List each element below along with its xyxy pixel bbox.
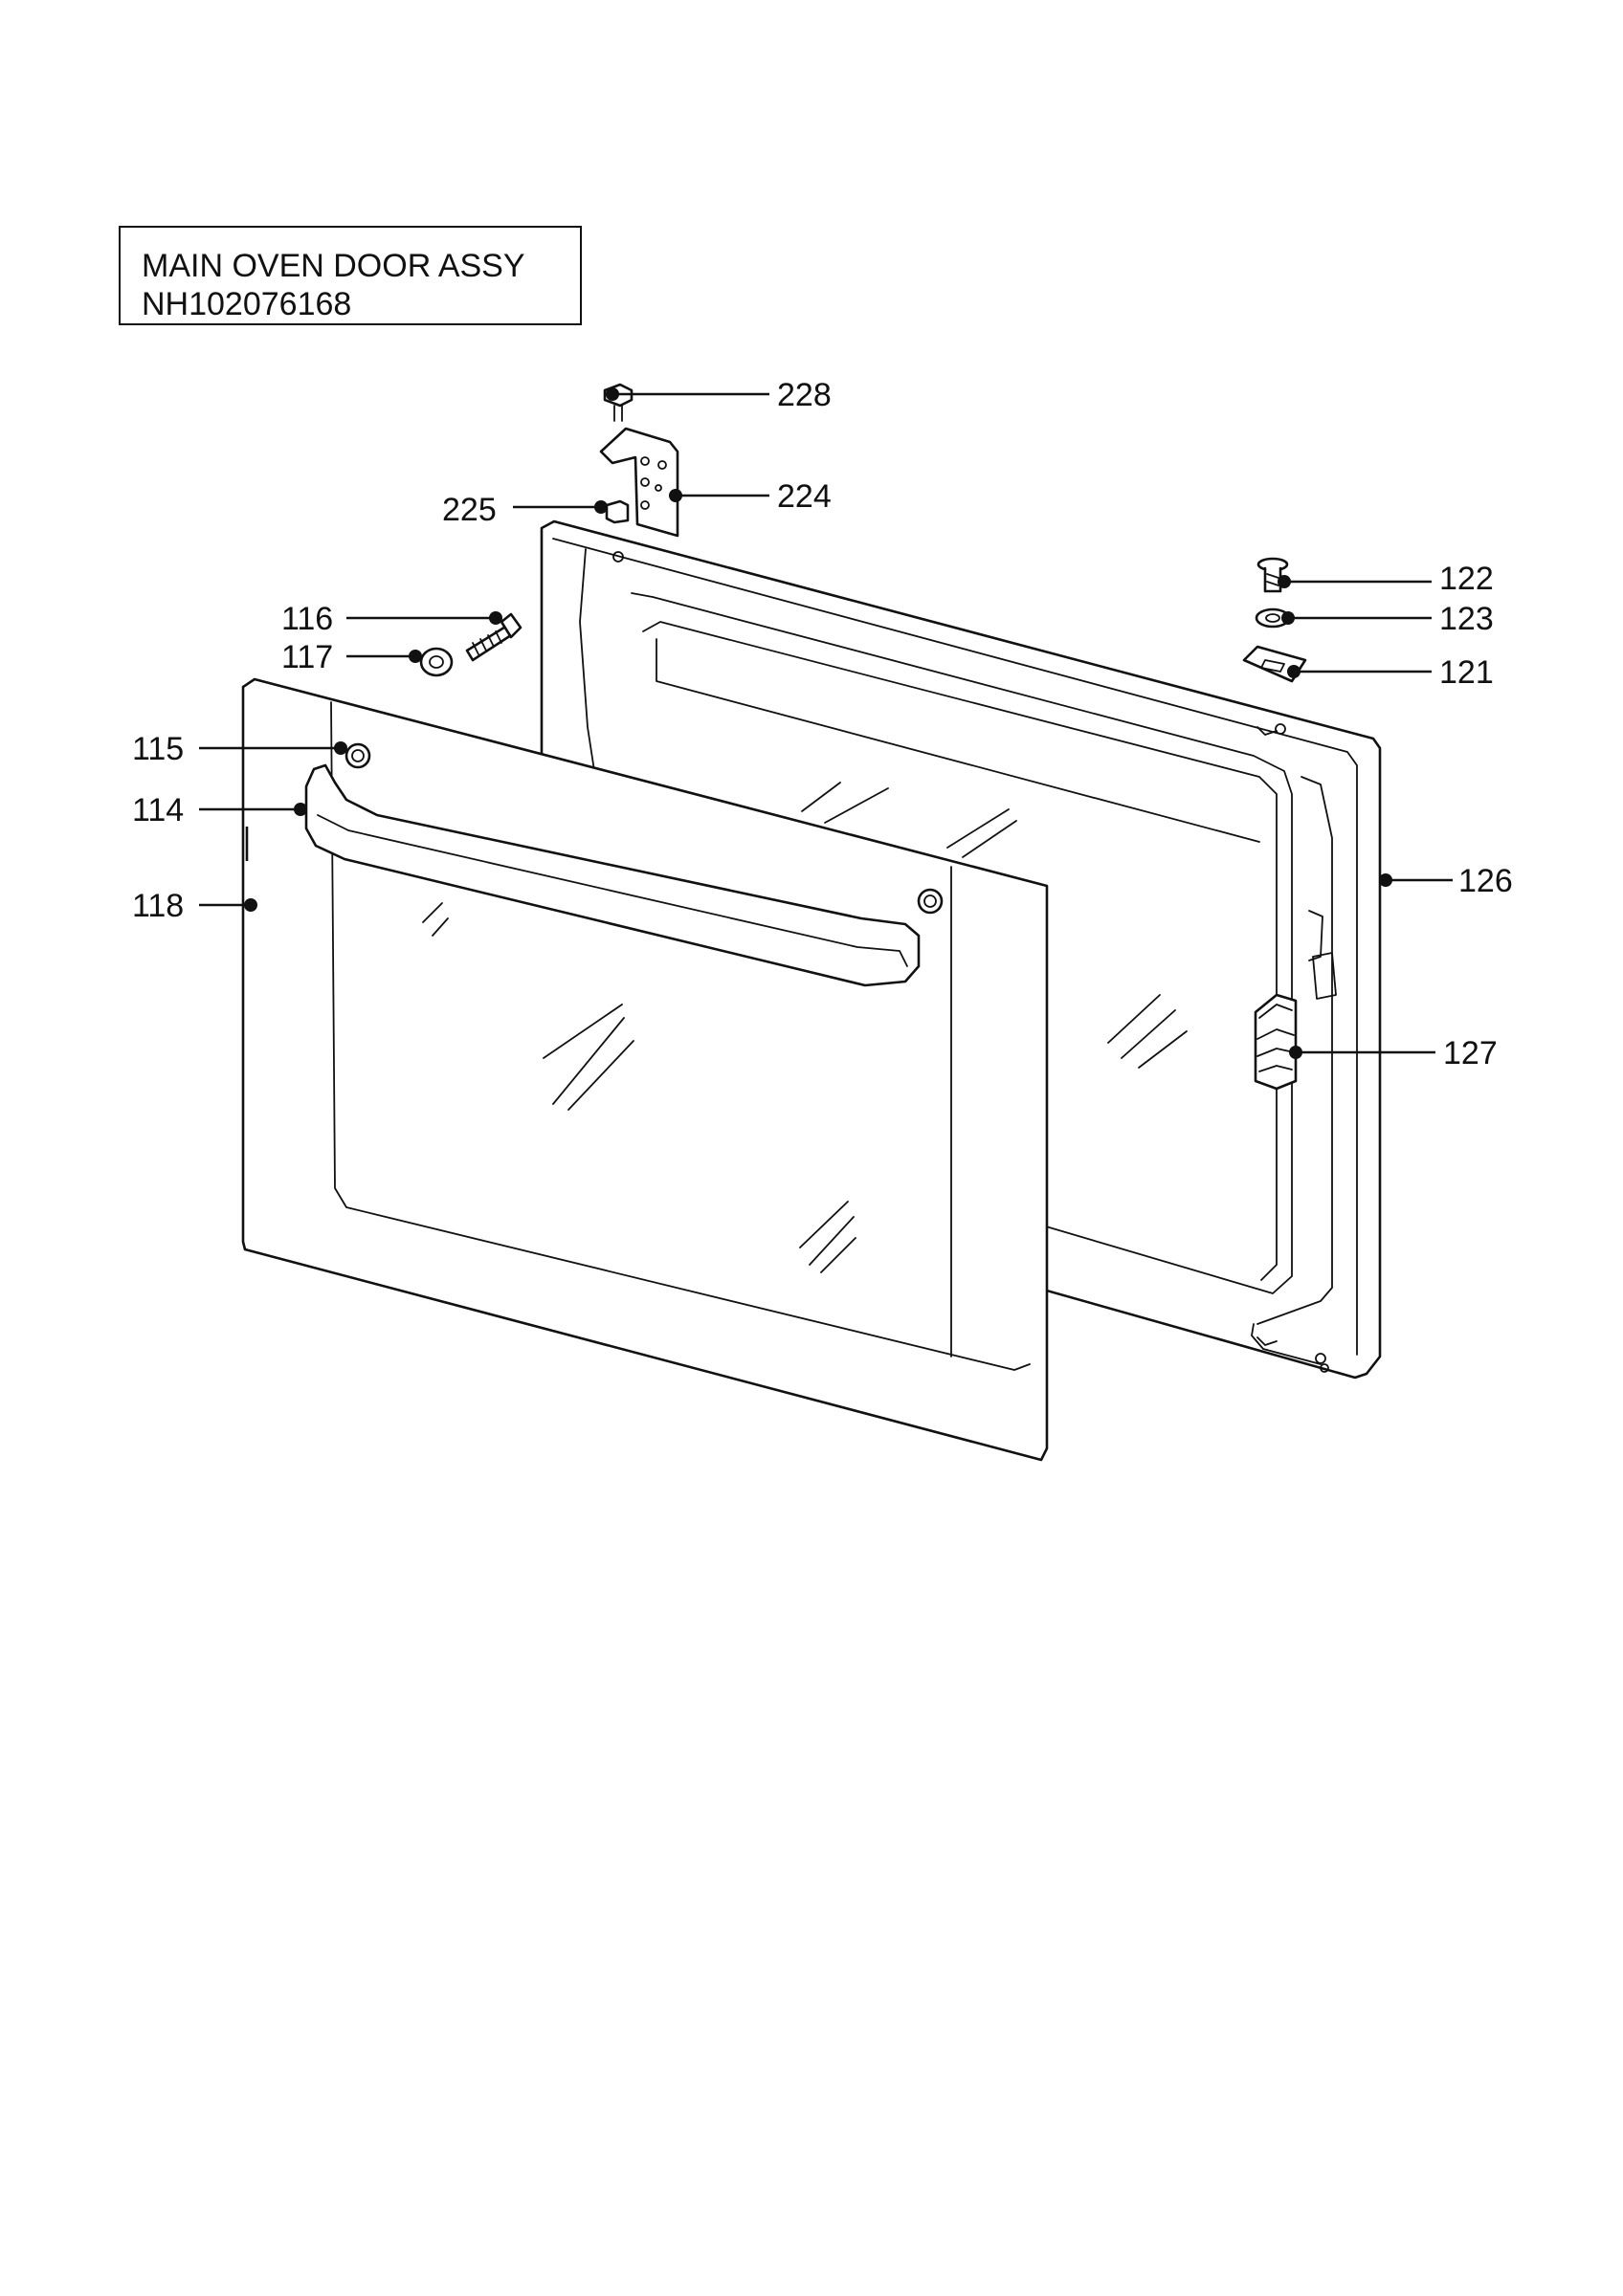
callout-126: 126	[1458, 863, 1513, 899]
callout-115: 115	[132, 731, 184, 767]
callout-224: 224	[777, 478, 832, 515]
callout-228: 228	[777, 377, 832, 413]
callout-121: 121	[1439, 654, 1494, 691]
callout-118: 118	[132, 888, 184, 924]
screw-122	[1256, 557, 1289, 593]
screw-116	[465, 612, 522, 662]
callout-127: 127	[1443, 1035, 1498, 1071]
callout-114: 114	[132, 792, 184, 828]
door-handle-114	[304, 763, 921, 987]
callout-123: 123	[1439, 601, 1494, 637]
callout-225: 225	[442, 492, 497, 528]
callout-117: 117	[281, 639, 333, 675]
leader-lines	[199, 387, 1453, 1059]
callout-116: 116	[281, 601, 333, 637]
callout-labels: 228 224 225 122 123 121 116 117 115 114 …	[132, 377, 1513, 1071]
callout-122: 122	[1439, 561, 1494, 597]
diagram-title-box: MAIN OVEN DOOR ASSY NH102076168	[119, 226, 582, 325]
part-number: NH102076168	[142, 286, 352, 322]
end-caps-115	[345, 742, 944, 915]
washer-117	[419, 647, 454, 677]
hinge-bracket-224	[599, 427, 679, 538]
bush-225	[605, 499, 630, 524]
diagram-title: MAIN OVEN DOOR ASSY	[142, 248, 525, 284]
door-latch-127	[1254, 993, 1298, 1091]
